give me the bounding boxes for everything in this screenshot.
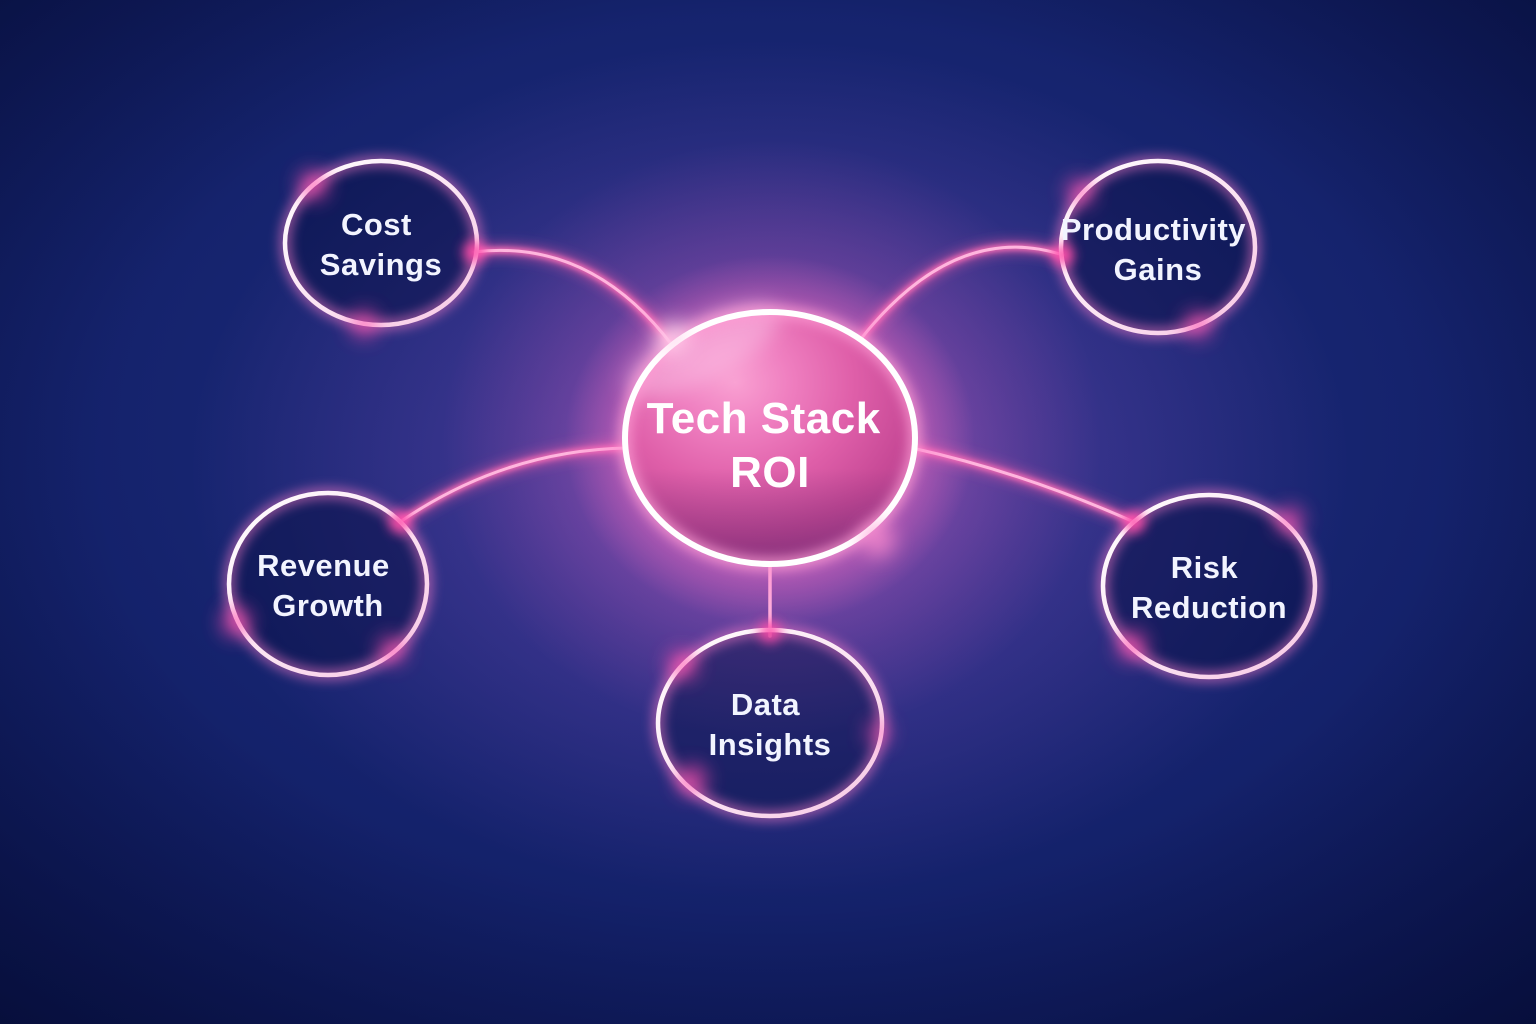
ring-hotspot bbox=[379, 637, 405, 663]
node-body bbox=[658, 630, 882, 816]
node-body bbox=[1061, 161, 1255, 333]
node-label: Cost Savings bbox=[320, 207, 442, 282]
node-label: Risk Reduction bbox=[1131, 550, 1287, 625]
ring-hotspot bbox=[668, 651, 696, 679]
node-data-insights: Data Insights bbox=[653, 621, 890, 821]
node-body bbox=[229, 493, 427, 675]
node-body bbox=[285, 161, 477, 325]
ring-hotspot bbox=[351, 311, 377, 337]
ring-hotspot bbox=[862, 524, 894, 556]
node-label: Productivity Gains bbox=[1061, 212, 1255, 287]
node-ring bbox=[226, 490, 430, 678]
node-tech-stack-roi: Tech Stack ROI bbox=[565, 255, 975, 625]
ring-hotspot bbox=[1118, 632, 1146, 660]
center-specular-highlight bbox=[626, 303, 780, 397]
center-label: Tech Stack ROI bbox=[647, 394, 894, 497]
ring-hotspot bbox=[678, 766, 706, 794]
ring-hotspot bbox=[1067, 179, 1093, 205]
junction-glow bbox=[1052, 244, 1074, 266]
ring-hotspot bbox=[222, 608, 250, 636]
node-ring bbox=[1100, 492, 1318, 680]
node-label: Revenue Growth bbox=[257, 548, 399, 623]
junction-glow bbox=[1123, 511, 1145, 533]
ring-hotspot bbox=[299, 171, 327, 199]
node-body bbox=[1103, 495, 1315, 677]
node-label: Data Insights bbox=[709, 687, 832, 762]
ring-hotspot bbox=[866, 721, 890, 745]
node-cost-savings: Cost Savings bbox=[280, 156, 485, 337]
center-ring bbox=[622, 309, 918, 567]
junction-glow bbox=[463, 241, 485, 263]
node-risk-reduction: Risk Reduction bbox=[1098, 490, 1320, 682]
ring-hotspot bbox=[656, 322, 688, 354]
node-productivity-gains: Productivity Gains bbox=[1052, 156, 1260, 338]
ring-hotspot bbox=[1277, 507, 1303, 533]
node-revenue-growth: Revenue Growth bbox=[222, 488, 432, 680]
junction-glow bbox=[389, 511, 411, 533]
ring-hotspot bbox=[1185, 312, 1211, 338]
junction-glow bbox=[759, 621, 781, 643]
